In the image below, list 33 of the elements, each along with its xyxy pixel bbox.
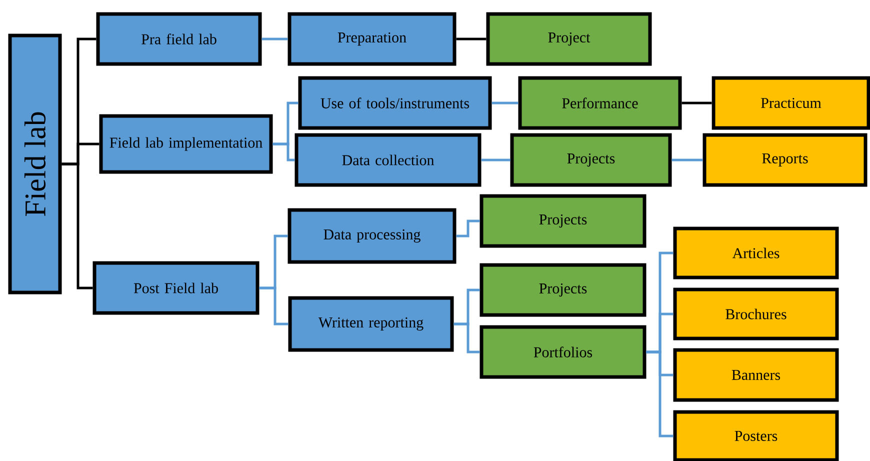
product-box: Brochures — [673, 288, 839, 340]
product-box: Articles — [673, 226, 839, 280]
process-box: Field lab implementation — [99, 114, 273, 174]
output-box: Projects — [480, 194, 646, 248]
connector — [456, 220, 480, 238]
connector — [672, 158, 703, 162]
process-box: Data collection — [294, 133, 482, 187]
connector — [456, 38, 486, 40]
process-box: Post Field lab — [92, 261, 260, 315]
process-box: Use of tools/instruments — [298, 76, 492, 130]
connector — [646, 350, 674, 438]
title-box: Field lab — [8, 34, 62, 294]
connector — [259, 286, 288, 326]
connector — [492, 102, 518, 104]
process-box: Written reporting — [288, 296, 454, 352]
process-box: Data processing — [288, 208, 456, 264]
output-box: Projects — [480, 263, 646, 317]
product-box: Practicum — [712, 76, 870, 130]
connector — [454, 322, 480, 354]
process-box: Pra field lab — [96, 12, 262, 66]
output-box: Portfolios — [480, 325, 646, 379]
output-box: Project — [486, 12, 652, 66]
connector — [262, 38, 288, 40]
output-box: Performance — [518, 76, 682, 130]
process-box: Preparation — [288, 12, 456, 66]
connector — [62, 162, 93, 290]
connector — [682, 102, 712, 104]
connector — [481, 158, 510, 162]
output-box: Projects — [510, 133, 672, 187]
connector — [272, 142, 295, 162]
product-box: Banners — [673, 348, 839, 402]
product-box: Posters — [673, 410, 839, 461]
product-box: Reports — [702, 133, 868, 187]
